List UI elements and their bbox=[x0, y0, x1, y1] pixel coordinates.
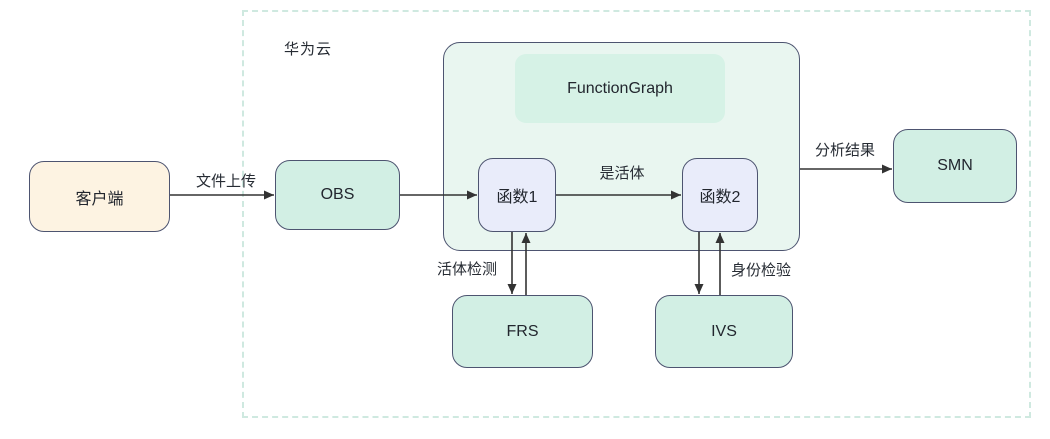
node-obs: OBS bbox=[275, 160, 400, 230]
node-frs-label: FRS bbox=[506, 322, 539, 340]
node-smn: SMN bbox=[893, 129, 1017, 203]
huawei-cloud-label: 华为云 bbox=[284, 41, 333, 58]
node-smn-label: SMN bbox=[937, 157, 973, 174]
node-ivs-label: IVS bbox=[711, 322, 737, 340]
node-ivs: IVS bbox=[655, 295, 793, 368]
node-function2-label: 函数2 bbox=[699, 189, 741, 206]
node-function1-label: 函数1 bbox=[496, 189, 538, 206]
edge-label-file-upload: 文件上传 bbox=[195, 173, 256, 190]
node-function2: 函数2 bbox=[682, 158, 758, 232]
node-function1: 函数1 bbox=[478, 158, 556, 232]
node-frs: FRS bbox=[452, 295, 593, 368]
functiongraph-title: FunctionGraph bbox=[515, 54, 725, 123]
edge-label-liveness-check: 活体检测 bbox=[436, 261, 497, 278]
node-client-label: 客户端 bbox=[75, 190, 124, 208]
node-obs-label: OBS bbox=[320, 186, 355, 203]
edge-label-identity-check: 身份检验 bbox=[730, 262, 791, 279]
edge-label-analysis-result: 分析结果 bbox=[814, 142, 875, 159]
edge-label-is-live: 是活体 bbox=[599, 165, 645, 182]
huawei-cloud-boundary bbox=[242, 10, 1031, 418]
node-client: 客户端 bbox=[29, 161, 170, 232]
